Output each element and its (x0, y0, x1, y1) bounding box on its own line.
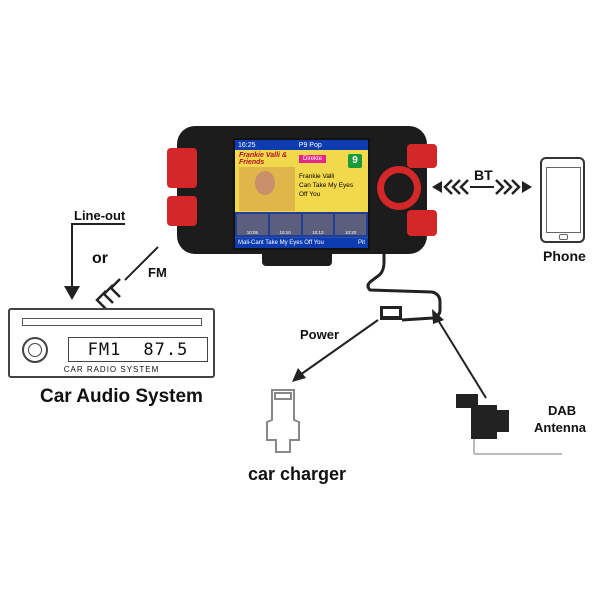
track-info: Frankie Valli Can Take My Eyes Off You (299, 172, 365, 199)
phone-label: Phone (543, 248, 586, 264)
screen-badge: Direkte (299, 155, 327, 163)
screen-ticker: Mali-Cant Take My Eyes Off You Pit (235, 238, 368, 248)
album-art (239, 167, 295, 211)
dab-antenna-icon (456, 394, 562, 455)
screen-time: 16:25 (238, 141, 256, 149)
radio-volume-knob (22, 337, 48, 363)
device-screen: 16:25 P9 Pop Frankie Valli & Friends Dir… (233, 138, 370, 250)
control-knob (377, 166, 421, 210)
or-label: or (92, 250, 108, 267)
device-stand (262, 254, 332, 266)
bt-left-arrow (432, 181, 442, 193)
thumbnail: 10:13 (302, 214, 334, 235)
thumbnail: 10:05 (237, 214, 268, 235)
line-out-arrowhead (64, 286, 80, 300)
screen-thumbnails: 10:05 10:10 10:13 10:20 (235, 212, 368, 237)
radio-caption: CAR RADIO SYSTEM (63, 365, 160, 374)
bt-right-arrow (522, 181, 532, 193)
track-info-line: Frankie Valli (299, 173, 335, 180)
red-pad-bottom-left (167, 196, 197, 226)
screen-main: Frankie Valli & Friends Direkte 9 Franki… (235, 150, 368, 212)
red-pad-bottom-right (407, 210, 437, 236)
radio-band: FM1 (87, 339, 122, 360)
car-charger-icon (266, 389, 300, 453)
phone-icon (540, 157, 585, 243)
phone-home-button (559, 234, 568, 240)
bt-chevrons (443, 179, 521, 195)
ticker-right: Pit (357, 240, 365, 246)
dab-arrowhead (432, 309, 444, 324)
power-label: Power (300, 327, 340, 342)
track-info-line: Off You (299, 191, 321, 198)
car-charger-label: car charger (248, 464, 347, 484)
radio-display: FM1 87.5 (68, 337, 208, 362)
car-radio-panel: FM1 87.5 CAR RADIO SYSTEM (8, 308, 215, 378)
phone-screen (546, 167, 581, 233)
radio-frequency: 87.5 (143, 339, 189, 360)
fm-label: FM (148, 265, 167, 280)
red-pad-top-right (407, 144, 437, 168)
screen-station: P9 Pop (298, 141, 322, 149)
line-out-arrow (71, 223, 125, 290)
track-info-line: Can Take My Eyes (299, 182, 354, 189)
screen-status-bar: 16:25 P9 Pop (235, 140, 368, 150)
channel-number: 9 (348, 154, 362, 168)
album-art-title: Frankie Valli & Friends (239, 152, 287, 166)
car-audio-system-label: Car Audio System (40, 386, 203, 407)
usb-port (383, 309, 399, 316)
fm-line (124, 246, 159, 281)
device-cable (366, 254, 442, 322)
fm-chevrons (95, 278, 121, 310)
dab-transmitter-device: 16:25 P9 Pop Frankie Valli & Friends Dir… (167, 126, 437, 266)
power-arrowhead (292, 368, 306, 382)
thumbnail: 10:20 (335, 214, 366, 235)
power-line (299, 319, 379, 376)
antenna-label: Antenna (534, 420, 586, 435)
dab-label: DAB (548, 403, 577, 418)
ticker-text: Mali-Cant Take My Eyes Off You (238, 240, 324, 246)
line-out-label: Line-out (74, 208, 126, 223)
red-pad-top-left (167, 148, 197, 188)
thumbnail: 10:10 (269, 214, 301, 235)
dab-arrow-line (437, 319, 487, 399)
bt-label: BT (474, 167, 493, 183)
radio-cd-slot (22, 318, 202, 326)
